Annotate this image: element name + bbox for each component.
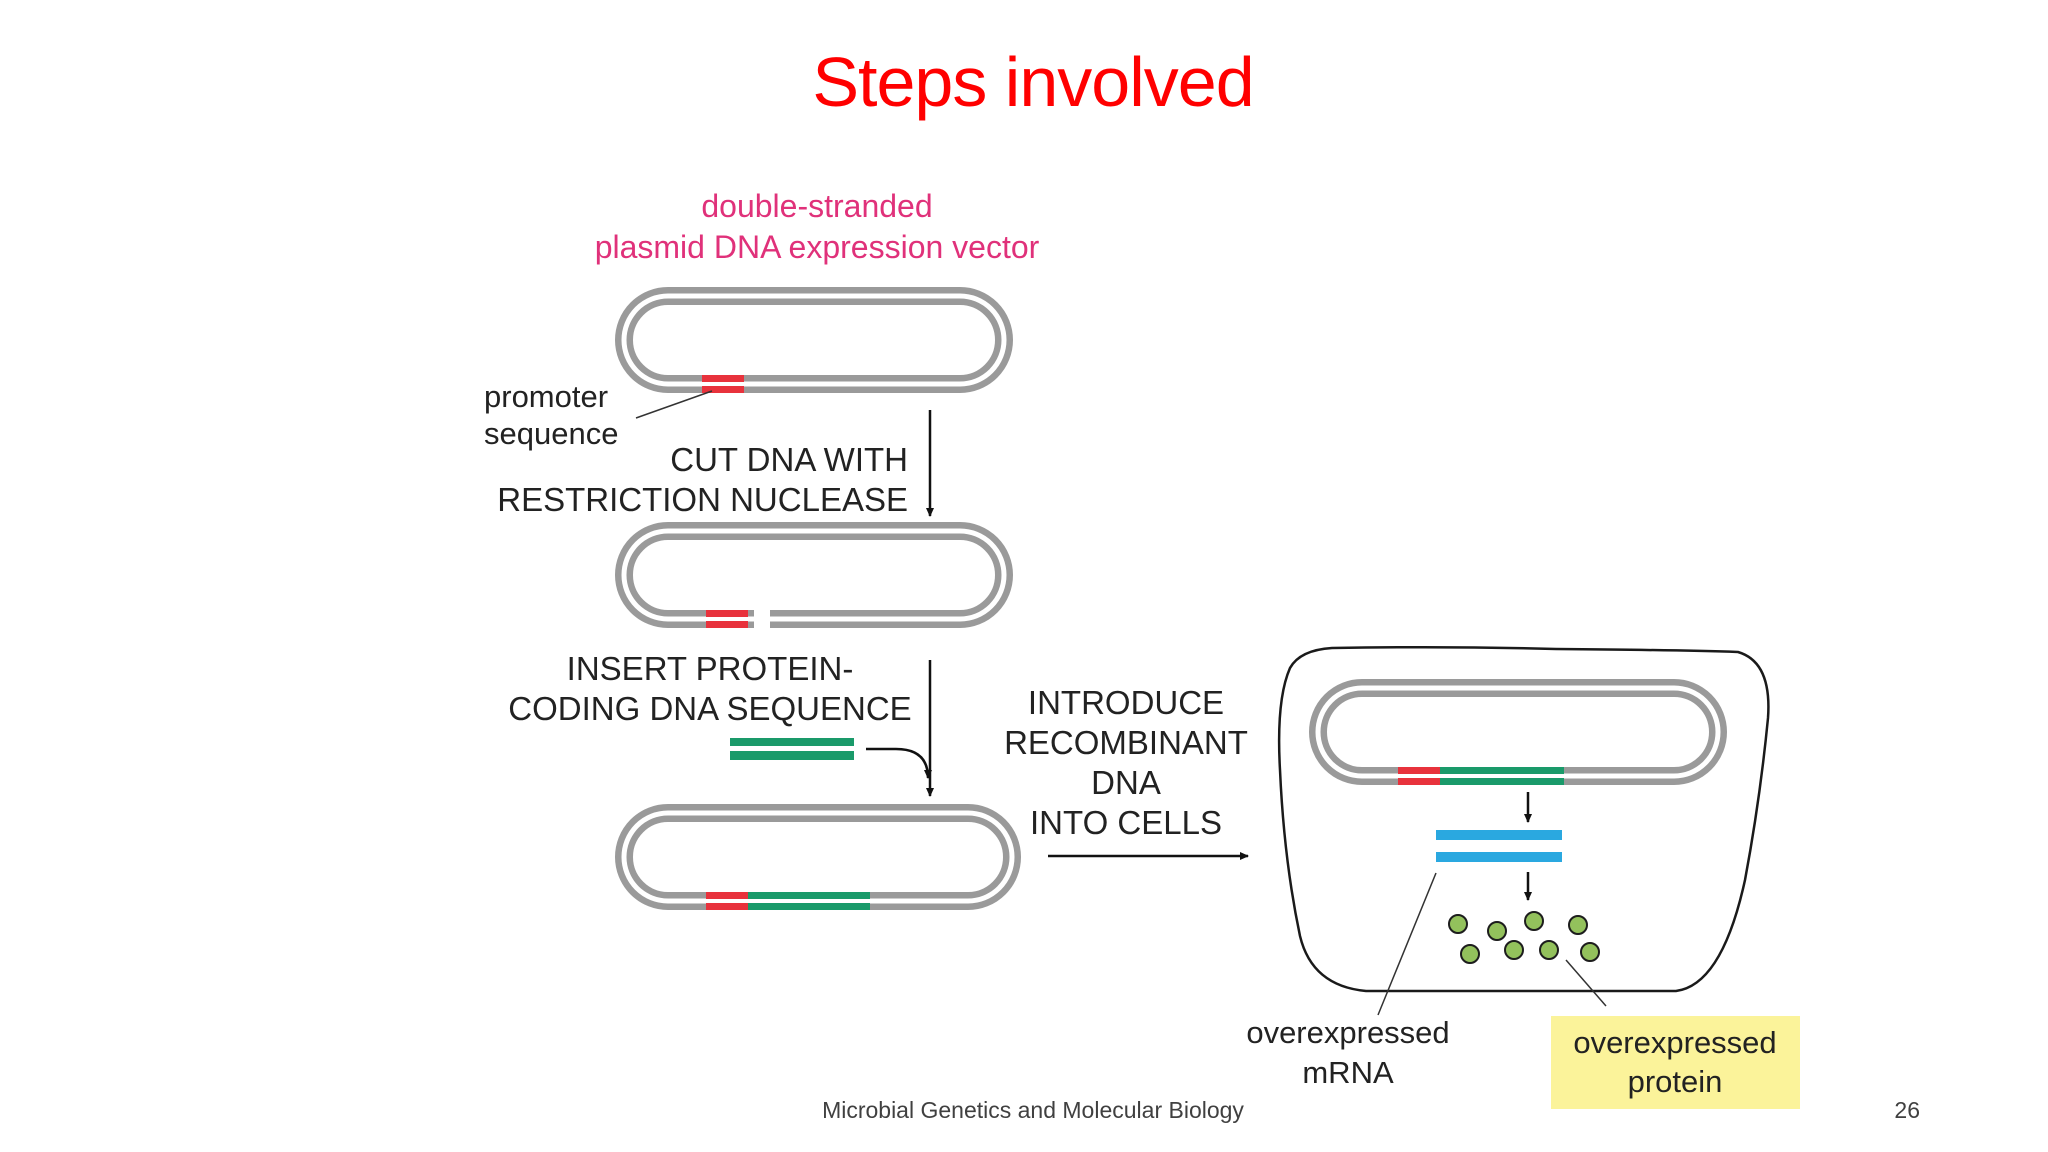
step1-label-line1: CUT DNA WITH <box>670 441 908 478</box>
step2-label-line1: INSERT PROTEIN- <box>567 650 854 687</box>
protein-label-line2: protein <box>1628 1064 1723 1099</box>
step1-label-line2: RESTRICTION NUCLEASE <box>497 481 908 518</box>
protein-label-box <box>1551 1016 1800 1109</box>
promoter-segment <box>706 610 748 628</box>
step2-label-line2: CODING DNA SEQUENCE <box>508 690 911 727</box>
step3-label-line4: INTO CELLS <box>1030 804 1222 841</box>
plasmid-in-cell <box>1309 679 1727 785</box>
protein-label-line1: overexpressed <box>1573 1025 1776 1060</box>
protein-dot <box>1460 944 1480 964</box>
step3-label-line1: INTRODUCE <box>1028 684 1224 721</box>
plasmid-intact <box>615 287 1013 393</box>
step3-label-line3: DNA <box>1091 764 1161 801</box>
mrna-strands <box>1436 830 1562 862</box>
protein-dot <box>1539 940 1559 960</box>
coding-dna-fragment <box>730 738 854 760</box>
promoter-label-line2: sequence <box>484 416 618 451</box>
mrna-pointer-line <box>1377 872 1437 1016</box>
protein-dot <box>1524 911 1544 931</box>
promoter-segment <box>706 892 748 910</box>
coding-sequence-segment <box>1440 767 1564 785</box>
vector-label-line1: double-stranded <box>701 188 932 224</box>
protein-dot <box>1580 942 1600 962</box>
protein-dot <box>1487 921 1507 941</box>
plasmid-cut <box>615 522 1013 628</box>
vector-label-line2: plasmid DNA expression vector <box>595 229 1040 265</box>
coding-sequence-segment <box>748 892 870 910</box>
insert-arrow <box>866 747 932 779</box>
protein-molecules <box>1448 911 1600 964</box>
protein-dot <box>1448 914 1468 934</box>
protein-dot <box>1568 915 1588 935</box>
promoter-segment <box>702 375 744 393</box>
promoter-pointer-line <box>635 390 713 419</box>
protein-pointer-line <box>1565 959 1607 1007</box>
page-number: 26 <box>1894 1097 1920 1123</box>
protein-dot <box>1504 940 1524 960</box>
step3-label-line2: RECOMBINANT <box>1004 724 1248 761</box>
plasmid-recombinant <box>615 804 1021 910</box>
cell-outline <box>1277 645 1770 993</box>
promoter-label-line1: promoter <box>484 379 608 414</box>
slide-title: Steps involved <box>812 43 1254 121</box>
mrna-label-line2: mRNA <box>1302 1055 1394 1090</box>
mrna-label-line1: overexpressed <box>1246 1015 1449 1050</box>
promoter-segment <box>1398 767 1440 785</box>
slide-footer: Microbial Genetics and Molecular Biology <box>822 1097 1244 1123</box>
